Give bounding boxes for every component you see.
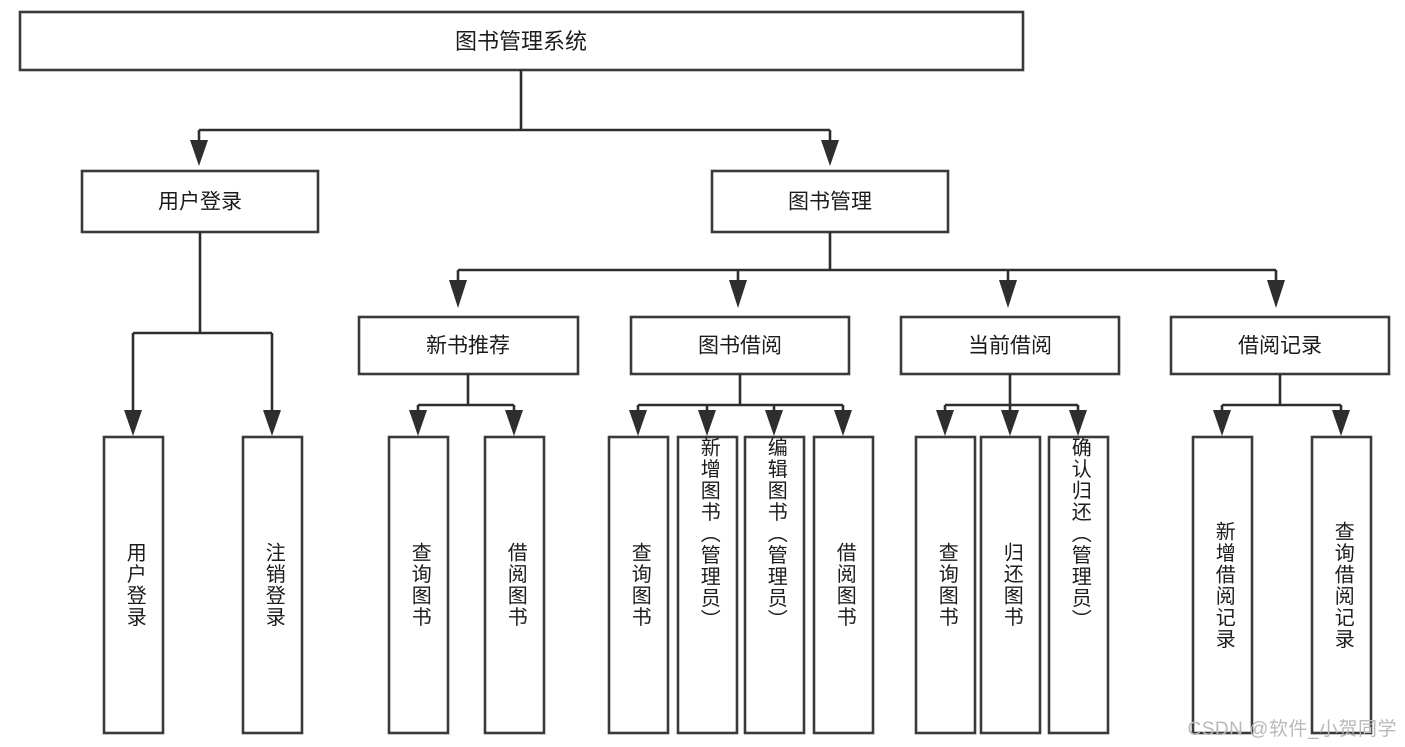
arrow-root-to-user-login [190,140,208,166]
arrow-current-borrow-leaf-0 [936,410,954,436]
node-leaf-current-borrow-1-box[interactable] [979,435,1042,735]
node-new-book-recommend-label: 新书推荐 [426,335,510,358]
node-root-label: 图书管理系统 [455,29,587,54]
arrow-book-borrow-leaf-0 [629,410,647,436]
node-current-borrow-box[interactable] [899,315,1121,376]
arrow-new-book-leaf-0 [409,410,427,436]
arrow-book-borrow-leaf-2 [765,410,783,436]
node-leaf-user-login-0-box[interactable] [102,435,165,735]
arrow-book-manage-child-0 [449,280,467,308]
arrow-new-book-leaf-1 [505,410,523,436]
node-leaf-book-borrow-1-box[interactable] [676,435,739,735]
node-book-borrow-label: 图书借阅 [698,335,782,358]
node-new-book-recommend-box[interactable] [357,315,580,376]
arrow-current-borrow-leaf-2 [1069,410,1087,436]
node-user-login-label: 用户登录 [158,191,242,214]
node-borrow-record-box[interactable] [1169,315,1391,376]
arrow-book-manage-child-3 [1267,280,1285,308]
arrow-user-login-leaf-0 [124,410,142,436]
arrow-current-borrow-leaf-1 [1001,410,1019,436]
arrow-book-borrow-leaf-3 [834,410,852,436]
node-borrow-record-label: 借阅记录 [1238,335,1322,358]
node-leaf-current-borrow-0-box[interactable] [914,435,977,735]
arrow-book-manage-child-2 [999,280,1017,308]
arrow-book-manage-child-1 [729,280,747,308]
node-leaf-book-borrow-0-box[interactable] [607,435,670,735]
node-leaf-borrow-record-0-box[interactable] [1191,435,1254,735]
node-leaf-new-book-1-box[interactable] [483,435,546,735]
node-book-manage-box[interactable] [710,169,950,234]
node-book-borrow-box[interactable] [629,315,851,376]
node-leaf-user-login-1-box[interactable] [241,435,304,735]
node-leaf-borrow-record-1-box[interactable] [1310,435,1373,735]
node-leaf-book-borrow-2-box[interactable] [743,435,806,735]
node-leaf-book-borrow-3-box[interactable] [812,435,875,735]
arrow-user-login-leaf-1 [263,410,281,436]
node-leaf-new-book-0-box[interactable] [387,435,450,735]
arrow-borrow-record-leaf-0 [1213,410,1231,436]
node-leaf-current-borrow-2-box[interactable] [1047,435,1110,735]
arrow-borrow-record-leaf-1 [1332,410,1350,436]
arrow-book-borrow-leaf-1 [698,410,716,436]
node-root-box[interactable] [18,10,1025,72]
arrow-root-to-book-manage [821,140,839,166]
node-current-borrow-label: 当前借阅 [968,335,1052,358]
node-book-manage-label: 图书管理 [788,191,872,214]
